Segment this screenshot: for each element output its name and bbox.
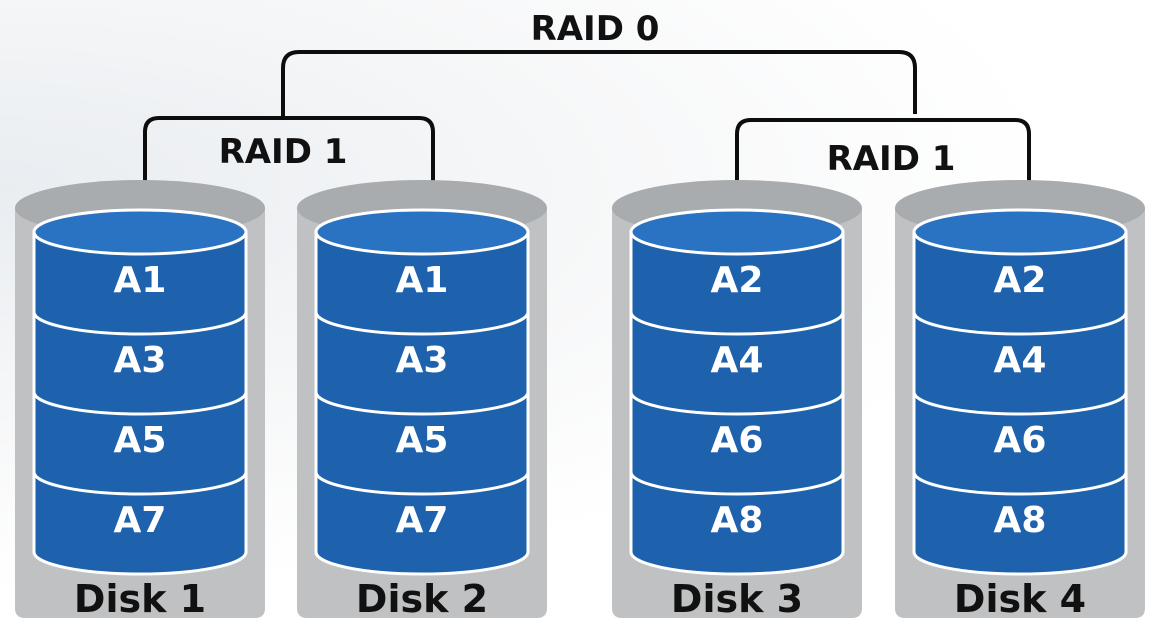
block-label: A6 <box>994 420 1047 461</box>
disk-block <box>629 470 845 576</box>
block-label: A4 <box>994 340 1047 381</box>
disk-top-cap <box>32 208 248 256</box>
disk-block <box>912 470 1128 576</box>
disk-block <box>629 390 845 496</box>
disk-block <box>629 230 845 336</box>
raid0-label: RAID 0 <box>531 9 660 49</box>
block-label: A2 <box>711 260 764 301</box>
block-label: A2 <box>994 260 1047 301</box>
disk-block <box>32 470 248 576</box>
disk-top-cap <box>912 208 1128 256</box>
disk-block <box>912 310 1128 416</box>
connectors <box>143 50 1031 212</box>
disk-label: Disk 2 <box>356 577 488 621</box>
disk-top-cap <box>314 208 530 256</box>
block-label: A1 <box>396 260 449 301</box>
block-label: A6 <box>711 420 764 461</box>
disk-label: Disk 4 <box>954 577 1086 621</box>
raid1-group-2-connector <box>735 118 1031 212</box>
labels: RAID 0 RAID 1 RAID 1 <box>219 9 956 179</box>
block-label: A5 <box>114 420 167 461</box>
disk-block <box>314 390 530 496</box>
disk-label: Disk 1 <box>74 577 206 621</box>
block-label: A8 <box>994 500 1047 541</box>
disk-block <box>629 310 845 416</box>
block-label: A8 <box>711 500 764 541</box>
block-label: A5 <box>396 420 449 461</box>
raid1-group-2-label: RAID 1 <box>827 139 956 179</box>
block-label: A4 <box>711 340 764 381</box>
block-label: A1 <box>114 260 167 301</box>
block-label: A3 <box>114 340 167 381</box>
disk-block <box>912 390 1128 496</box>
disk-block <box>314 470 530 576</box>
block-label: A7 <box>114 500 167 541</box>
disk-top-cap <box>629 208 845 256</box>
disk-block <box>912 230 1128 336</box>
raid1-group-1-connector <box>143 116 435 212</box>
disk-block <box>32 230 248 336</box>
disk-block <box>32 310 248 416</box>
disk-block <box>314 230 530 336</box>
block-label: A7 <box>396 500 449 541</box>
disk-block <box>314 310 530 416</box>
raid1-group-1-label: RAID 1 <box>219 132 348 172</box>
disk-block <box>32 390 248 496</box>
disk-label: Disk 3 <box>671 577 803 621</box>
block-label: A3 <box>396 340 449 381</box>
raid0-connector <box>281 50 917 116</box>
